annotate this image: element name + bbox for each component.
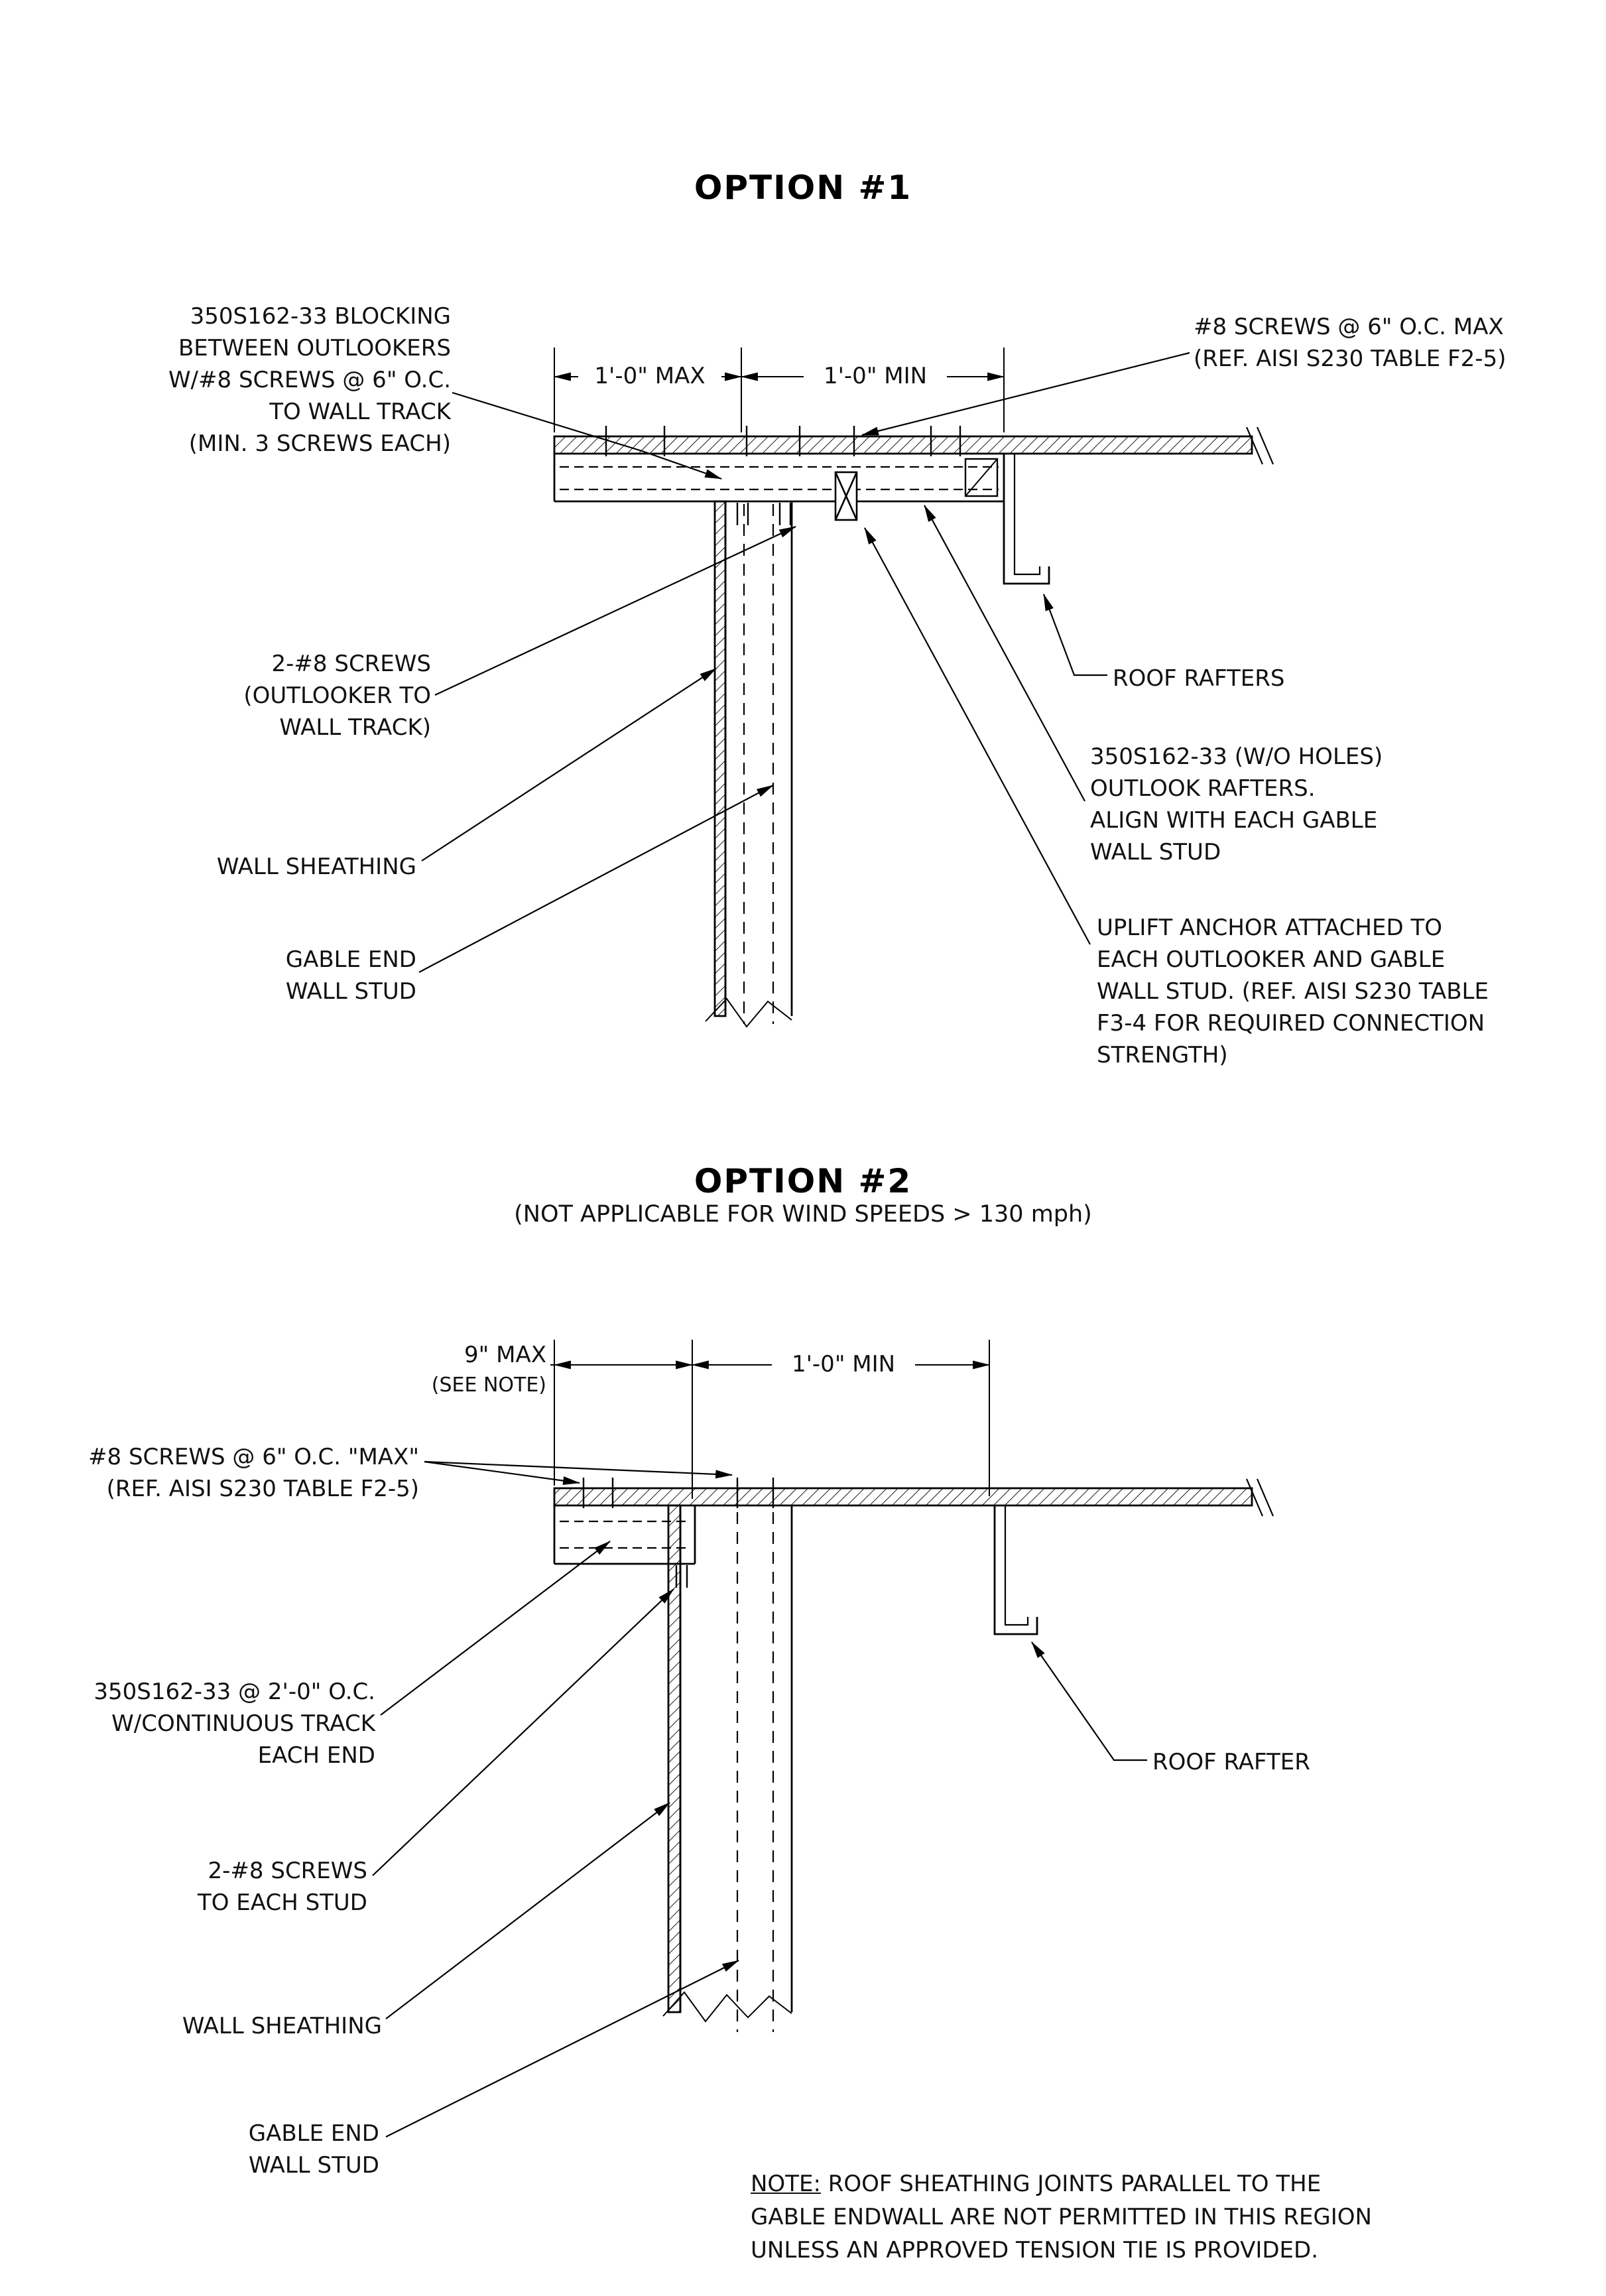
- leader-outlook-rafters: [924, 505, 1085, 802]
- note-block: NOTE: ROOF SHEATHING JOINTS PARALLEL TO …: [751, 2169, 1546, 2268]
- leader-wall-sheathing-1: [421, 668, 717, 861]
- roof-sheathing-2: [553, 1478, 1274, 1517]
- note-text: ROOF SHEATHING JOINTS PARALLEL TO THE GA…: [751, 2171, 1372, 2264]
- label-roof-rafters: ROOF RAFTERS: [1113, 666, 1285, 692]
- leaders-2: [372, 1460, 1147, 2137]
- leader-outlookers-track: [380, 1541, 611, 1716]
- label-gable-end-wall-stud-2: GABLE END WALL STUD: [248, 2121, 379, 2179]
- break-symbol-1: [705, 997, 792, 1028]
- label-wall-sheathing-1: WALL SHEATHING: [216, 854, 416, 881]
- option2-subtitle: (NOT APPLICABLE FOR WIND SPEEDS > 130 mp…: [514, 1202, 1092, 1228]
- leader-blocking: [452, 391, 723, 480]
- option1-drawing: [418, 348, 1274, 1028]
- wall-sheathing-strip-1: [713, 500, 727, 1017]
- option2-title: OPTION #2: [694, 1162, 912, 1200]
- leader-gable-end-1: [418, 785, 774, 973]
- leaders-1: [418, 351, 1190, 973]
- wall-assembly-1: [705, 500, 793, 1028]
- label-stud-screws: 2-#8 SCREWS TO EACH STUD: [197, 1858, 367, 1917]
- option1-title: OPTION #1: [694, 168, 912, 207]
- leader-outlooker-screws: [434, 526, 796, 696]
- leader-roof-rafter-2: [1031, 1641, 1147, 1761]
- roof-rafter-section-1: [1003, 454, 1050, 585]
- label-outlookers-track: 350S162-33 @ 2'-0" O.C. W/CONTINUOUS TRA…: [93, 1679, 375, 1769]
- label-screws-top-2: #8 SCREWS @ 6" O.C. "MAX" (REF. AISI S23…: [88, 1444, 419, 1503]
- leader-uplift-anchor: [864, 527, 1091, 945]
- label-roof-rafter-2: ROOF RAFTER: [1152, 1750, 1310, 1776]
- leader-wall-sheathing-2: [385, 1802, 670, 2019]
- leader-roof-rafters: [1042, 593, 1107, 676]
- note-label: NOTE:: [751, 2171, 821, 2198]
- sheathing-screw-ticks-1: [605, 426, 961, 456]
- option2-dimensions: [550, 1340, 991, 1499]
- label-outlook-rafters: 350S162-33 (W/O HOLES) OUTLOOK RAFTERS. …: [1090, 744, 1383, 866]
- wall-sheathing-strip-2: [667, 1504, 682, 2013]
- dim-see-note: (SEE NOTE): [431, 1373, 546, 1397]
- leader-stud-screws: [372, 1588, 674, 1876]
- dim-1-0-min-2: 1'-0" MIN: [772, 1352, 915, 1378]
- dim-1-0-max: 1'-0" MAX: [578, 363, 721, 390]
- leader-gable-end-2: [385, 1960, 739, 2137]
- sheathing-screw-ticks-2: [582, 1478, 774, 1508]
- label-uplift-anchor: UPLIFT ANCHOR ATTACHED TO EACH OUTLOOKER…: [1097, 915, 1489, 1069]
- dim-9-max: 9" MAX: [464, 1342, 546, 1369]
- roof-sheathing-1: [553, 426, 1274, 465]
- option2-drawing: [372, 1340, 1274, 2137]
- roof-rafter-section-2: [993, 1505, 1038, 1635]
- option1-dimensions: [553, 348, 1005, 432]
- outlooker-track-1: [553, 454, 1004, 525]
- uplift-anchor-symbol: [834, 471, 858, 521]
- dim-1-0-min: 1'-0" MIN: [804, 363, 947, 390]
- label-wall-sheathing-2: WALL SHEATHING: [182, 2013, 382, 2040]
- label-screws-top-1: #8 SCREWS @ 6" O.C. MAX (REF. AISI S230 …: [1194, 314, 1507, 373]
- leader-screws-top-2b: [424, 1460, 733, 1479]
- leader-screws-top-1: [861, 351, 1190, 436]
- label-gable-end-wall-stud-1: GABLE END WALL STUD: [285, 947, 416, 1005]
- outlooker-screws-ticks: [736, 503, 792, 525]
- label-blocking: 350S162-33 BLOCKING BETWEEN OUTLOOKERS W…: [168, 304, 451, 458]
- label-outlooker-screws: 2-#8 SCREWS (OUTLOOKER TO WALL TRACK): [243, 651, 431, 741]
- break-symbol-2: [662, 1991, 792, 2023]
- wall-assembly-2: [662, 1504, 793, 2032]
- leader-screws-top-2a: [424, 1460, 581, 1486]
